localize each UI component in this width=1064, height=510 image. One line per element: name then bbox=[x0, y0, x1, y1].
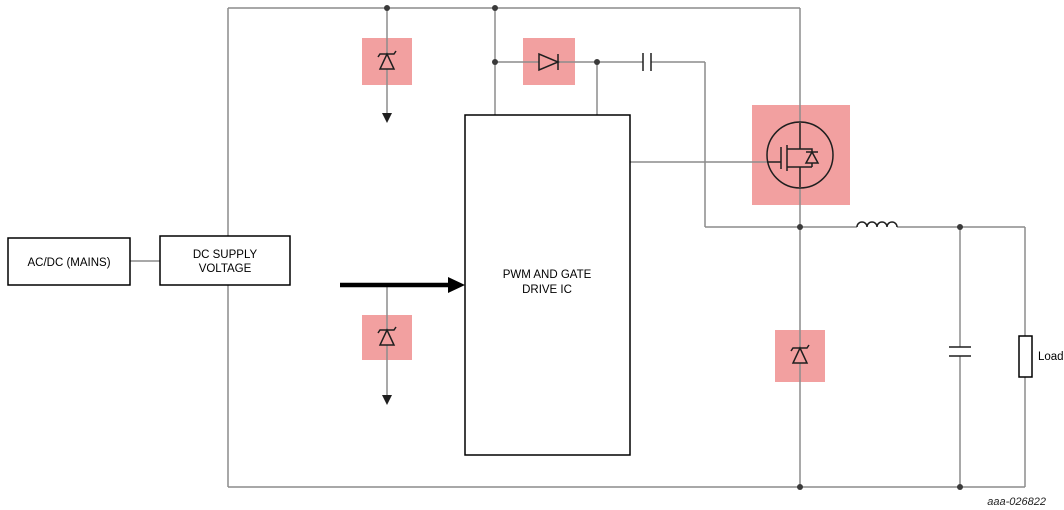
zener-diode-icon bbox=[377, 326, 397, 405]
zener-diode-icon bbox=[377, 50, 397, 123]
load-resistor bbox=[1018, 335, 1033, 378]
capacitor-icon bbox=[949, 346, 971, 357]
pwm-ic-label-line2: DRIVE IC bbox=[522, 284, 572, 296]
junction-dot bbox=[492, 59, 498, 65]
zener-diode-icon bbox=[790, 344, 810, 364]
mosfet-circle bbox=[766, 121, 834, 189]
junction-dot bbox=[594, 59, 600, 65]
pwm-gate-drive-ic-block bbox=[464, 114, 631, 456]
dc-supply-label-line2: VOLTAGE bbox=[199, 263, 252, 275]
acdc-mains-label: AC/DC (MAINS) bbox=[27, 257, 110, 269]
thick-arrow-icon bbox=[340, 277, 465, 293]
dc-supply-label-line1: DC SUPPLY bbox=[193, 249, 258, 261]
junction-dot bbox=[492, 5, 498, 11]
zener-triangle bbox=[378, 328, 396, 346]
dc-supply-block bbox=[159, 235, 291, 286]
pwm-ic-label-line1: PWM AND GATE bbox=[503, 269, 592, 281]
body-diode-triangle bbox=[804, 150, 820, 164]
inductor-coil bbox=[856, 221, 898, 228]
junction-dot bbox=[384, 5, 390, 11]
down-arrow-icon bbox=[382, 395, 392, 405]
acdc-mains-block bbox=[7, 237, 131, 286]
mosfet-drain-path bbox=[787, 123, 801, 150]
mosfet-source-path bbox=[787, 166, 801, 187]
mosfet-with-body-diode-icon bbox=[766, 121, 834, 189]
zener-triangle bbox=[378, 52, 396, 70]
capacitor-icon bbox=[642, 53, 652, 71]
diode-icon bbox=[538, 52, 560, 72]
diode-triangle bbox=[538, 52, 560, 72]
input-signal-arrowhead bbox=[448, 277, 465, 293]
junction-dots bbox=[384, 5, 963, 490]
labels: AC/DC (MAINS) DC SUPPLY VOLTAGE PWM AND … bbox=[27, 249, 1063, 508]
junction-dot bbox=[797, 224, 803, 230]
junction-dot bbox=[957, 224, 963, 230]
load-label: Load bbox=[1038, 351, 1064, 363]
junction-dot bbox=[797, 484, 803, 490]
zener-triangle bbox=[791, 346, 809, 364]
components bbox=[340, 50, 971, 405]
inductor-icon bbox=[856, 221, 898, 228]
down-arrow-icon bbox=[382, 113, 392, 123]
junction-dot bbox=[957, 484, 963, 490]
blocks bbox=[7, 114, 1033, 456]
figure-id-caption: aaa-026822 bbox=[987, 496, 1046, 508]
